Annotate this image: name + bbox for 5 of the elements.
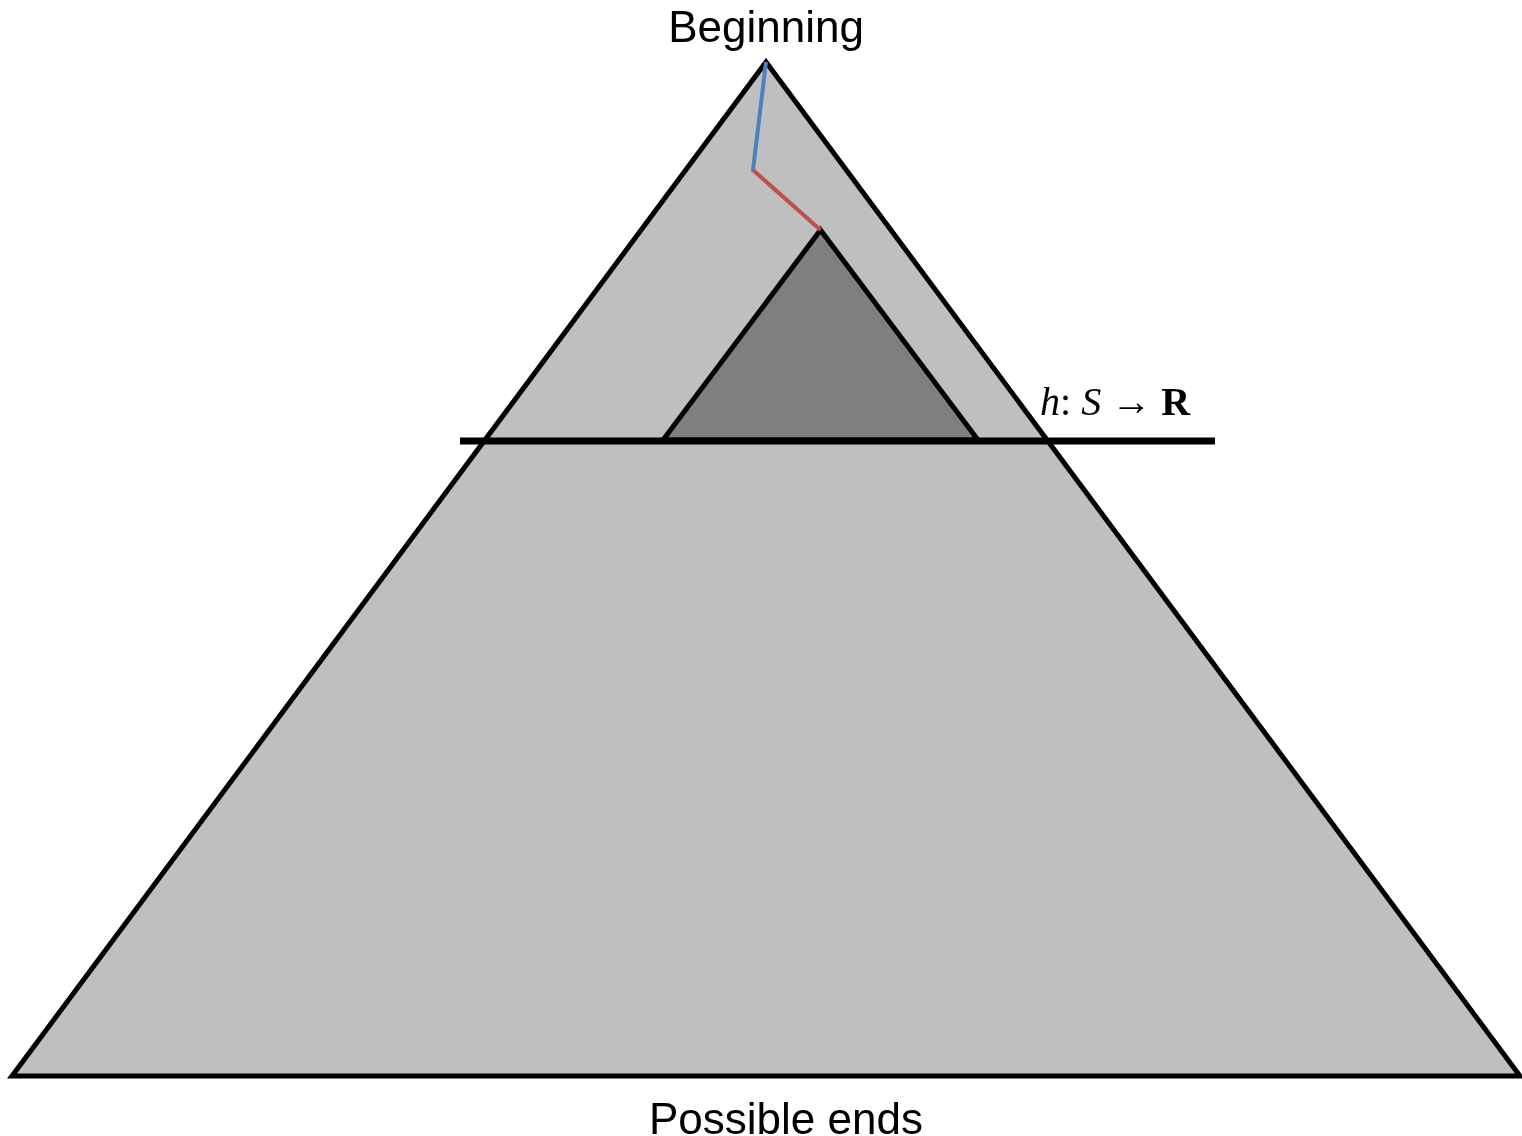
path-line	[751, 168, 822, 232]
path-line	[751, 61, 768, 171]
top-label: Beginning	[668, 2, 864, 52]
function-label: h: S → R	[1040, 378, 1190, 425]
bottom-label: Possible ends	[649, 1094, 923, 1136]
